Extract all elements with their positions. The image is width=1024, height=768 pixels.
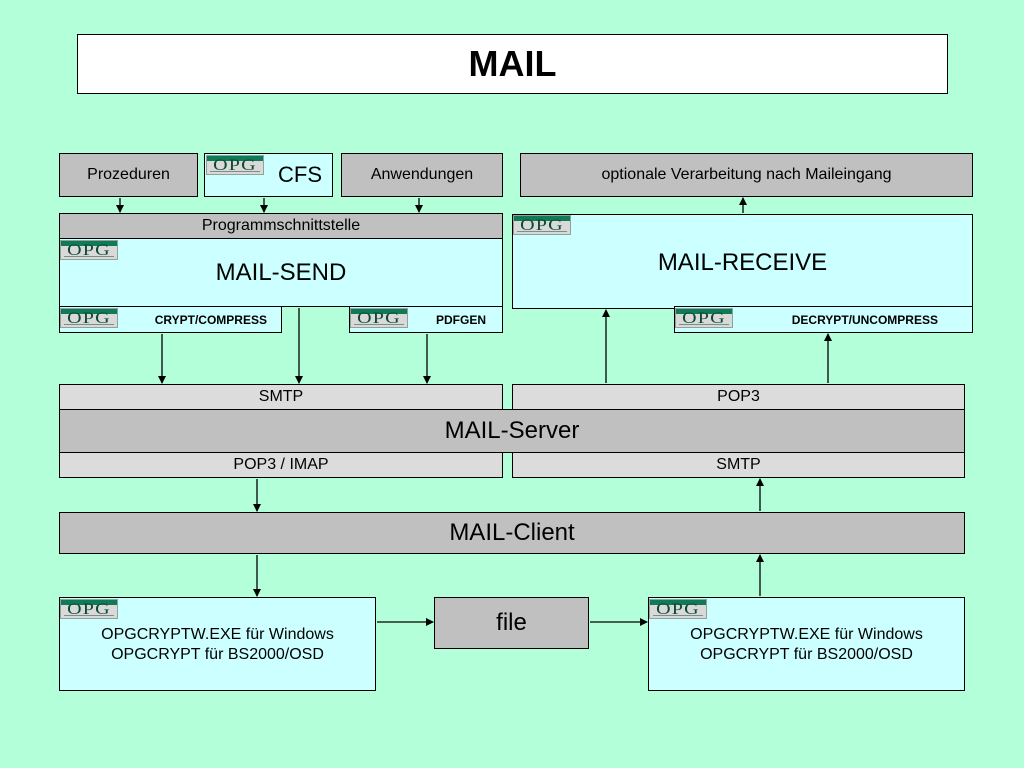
opg-logo: OPG <box>513 215 571 235</box>
file-box: file <box>434 597 589 649</box>
smtp-client-box: SMTP <box>512 452 965 478</box>
opg-logo: OPG <box>675 308 733 328</box>
opg-logo: OPG <box>60 599 118 619</box>
opgcrypt-sender-line1: OPGCRYPTW.EXE für Windows <box>101 626 334 643</box>
pop3-receive-label: POP3 <box>717 388 760 405</box>
optional-processing-box: optionale Verarbeitung nach Maileingang <box>520 153 973 197</box>
mail-receive-box: MAIL-RECEIVE <box>512 214 973 309</box>
smtp-client-label: SMTP <box>716 456 761 473</box>
opg-logo: OPG <box>350 308 408 328</box>
opgcrypt-sender-line2: OPGCRYPT für BS2000/OSD <box>111 646 324 663</box>
applications-box: Anwendungen <box>341 153 503 197</box>
title-box: MAIL <box>77 34 948 94</box>
page-title: MAIL <box>468 43 557 84</box>
opg-logo: OPG <box>60 240 118 260</box>
programming-interface-box: Programmschnittstelle <box>59 213 503 239</box>
opgcrypt-receiver-line2: OPGCRYPT für BS2000/OSD <box>700 646 913 663</box>
opg-logo: OPG <box>649 599 707 619</box>
mail-server-box: MAIL-Server <box>59 409 965 453</box>
cfs-label: CFS <box>278 162 322 187</box>
mail-client-box: MAIL-Client <box>59 512 965 554</box>
procedures-box: Prozeduren <box>59 153 198 197</box>
programming-interface-label: Programmschnittstelle <box>201 217 361 234</box>
decrypt-uncompress-label: DECRYPT/UNCOMPRESS <box>791 312 938 327</box>
optional-processing-label: optionale Verarbeitung nach Maileingang <box>601 166 892 183</box>
pop3-imap-label: POP3 / IMAP <box>233 456 329 473</box>
mail-server-label: MAIL-Server <box>444 417 580 444</box>
mail-send-box: MAIL-SEND <box>59 238 503 307</box>
file-label: file <box>496 609 527 636</box>
smtp-send-box: SMTP <box>59 384 503 410</box>
pdfgen-label: PDFGEN <box>435 312 486 327</box>
pop3-imap-box: POP3 / IMAP <box>59 452 503 478</box>
crypt-compress-box: CRYPT/COMPRESS <box>59 306 282 333</box>
crypt-compress-label: CRYPT/COMPRESS <box>154 312 267 327</box>
pop3-receive-box: POP3 <box>512 384 965 410</box>
decrypt-uncompress-box: DECRYPT/UNCOMPRESS <box>674 306 973 333</box>
mail-send-label: MAIL-SEND <box>215 258 347 286</box>
mail-client-label: MAIL-Client <box>449 519 575 546</box>
cfs-box: CFS <box>204 153 333 197</box>
procedures-label: Prozeduren <box>87 166 170 183</box>
opgcrypt-receiver-line1: OPGCRYPTW.EXE für Windows <box>690 626 923 643</box>
opg-logo: OPG <box>60 308 118 328</box>
applications-label: Anwendungen <box>370 166 474 183</box>
mail-receive-label: MAIL-RECEIVE <box>657 249 828 276</box>
smtp-send-label: SMTP <box>258 388 304 405</box>
opg-logo: OPG <box>206 155 264 175</box>
